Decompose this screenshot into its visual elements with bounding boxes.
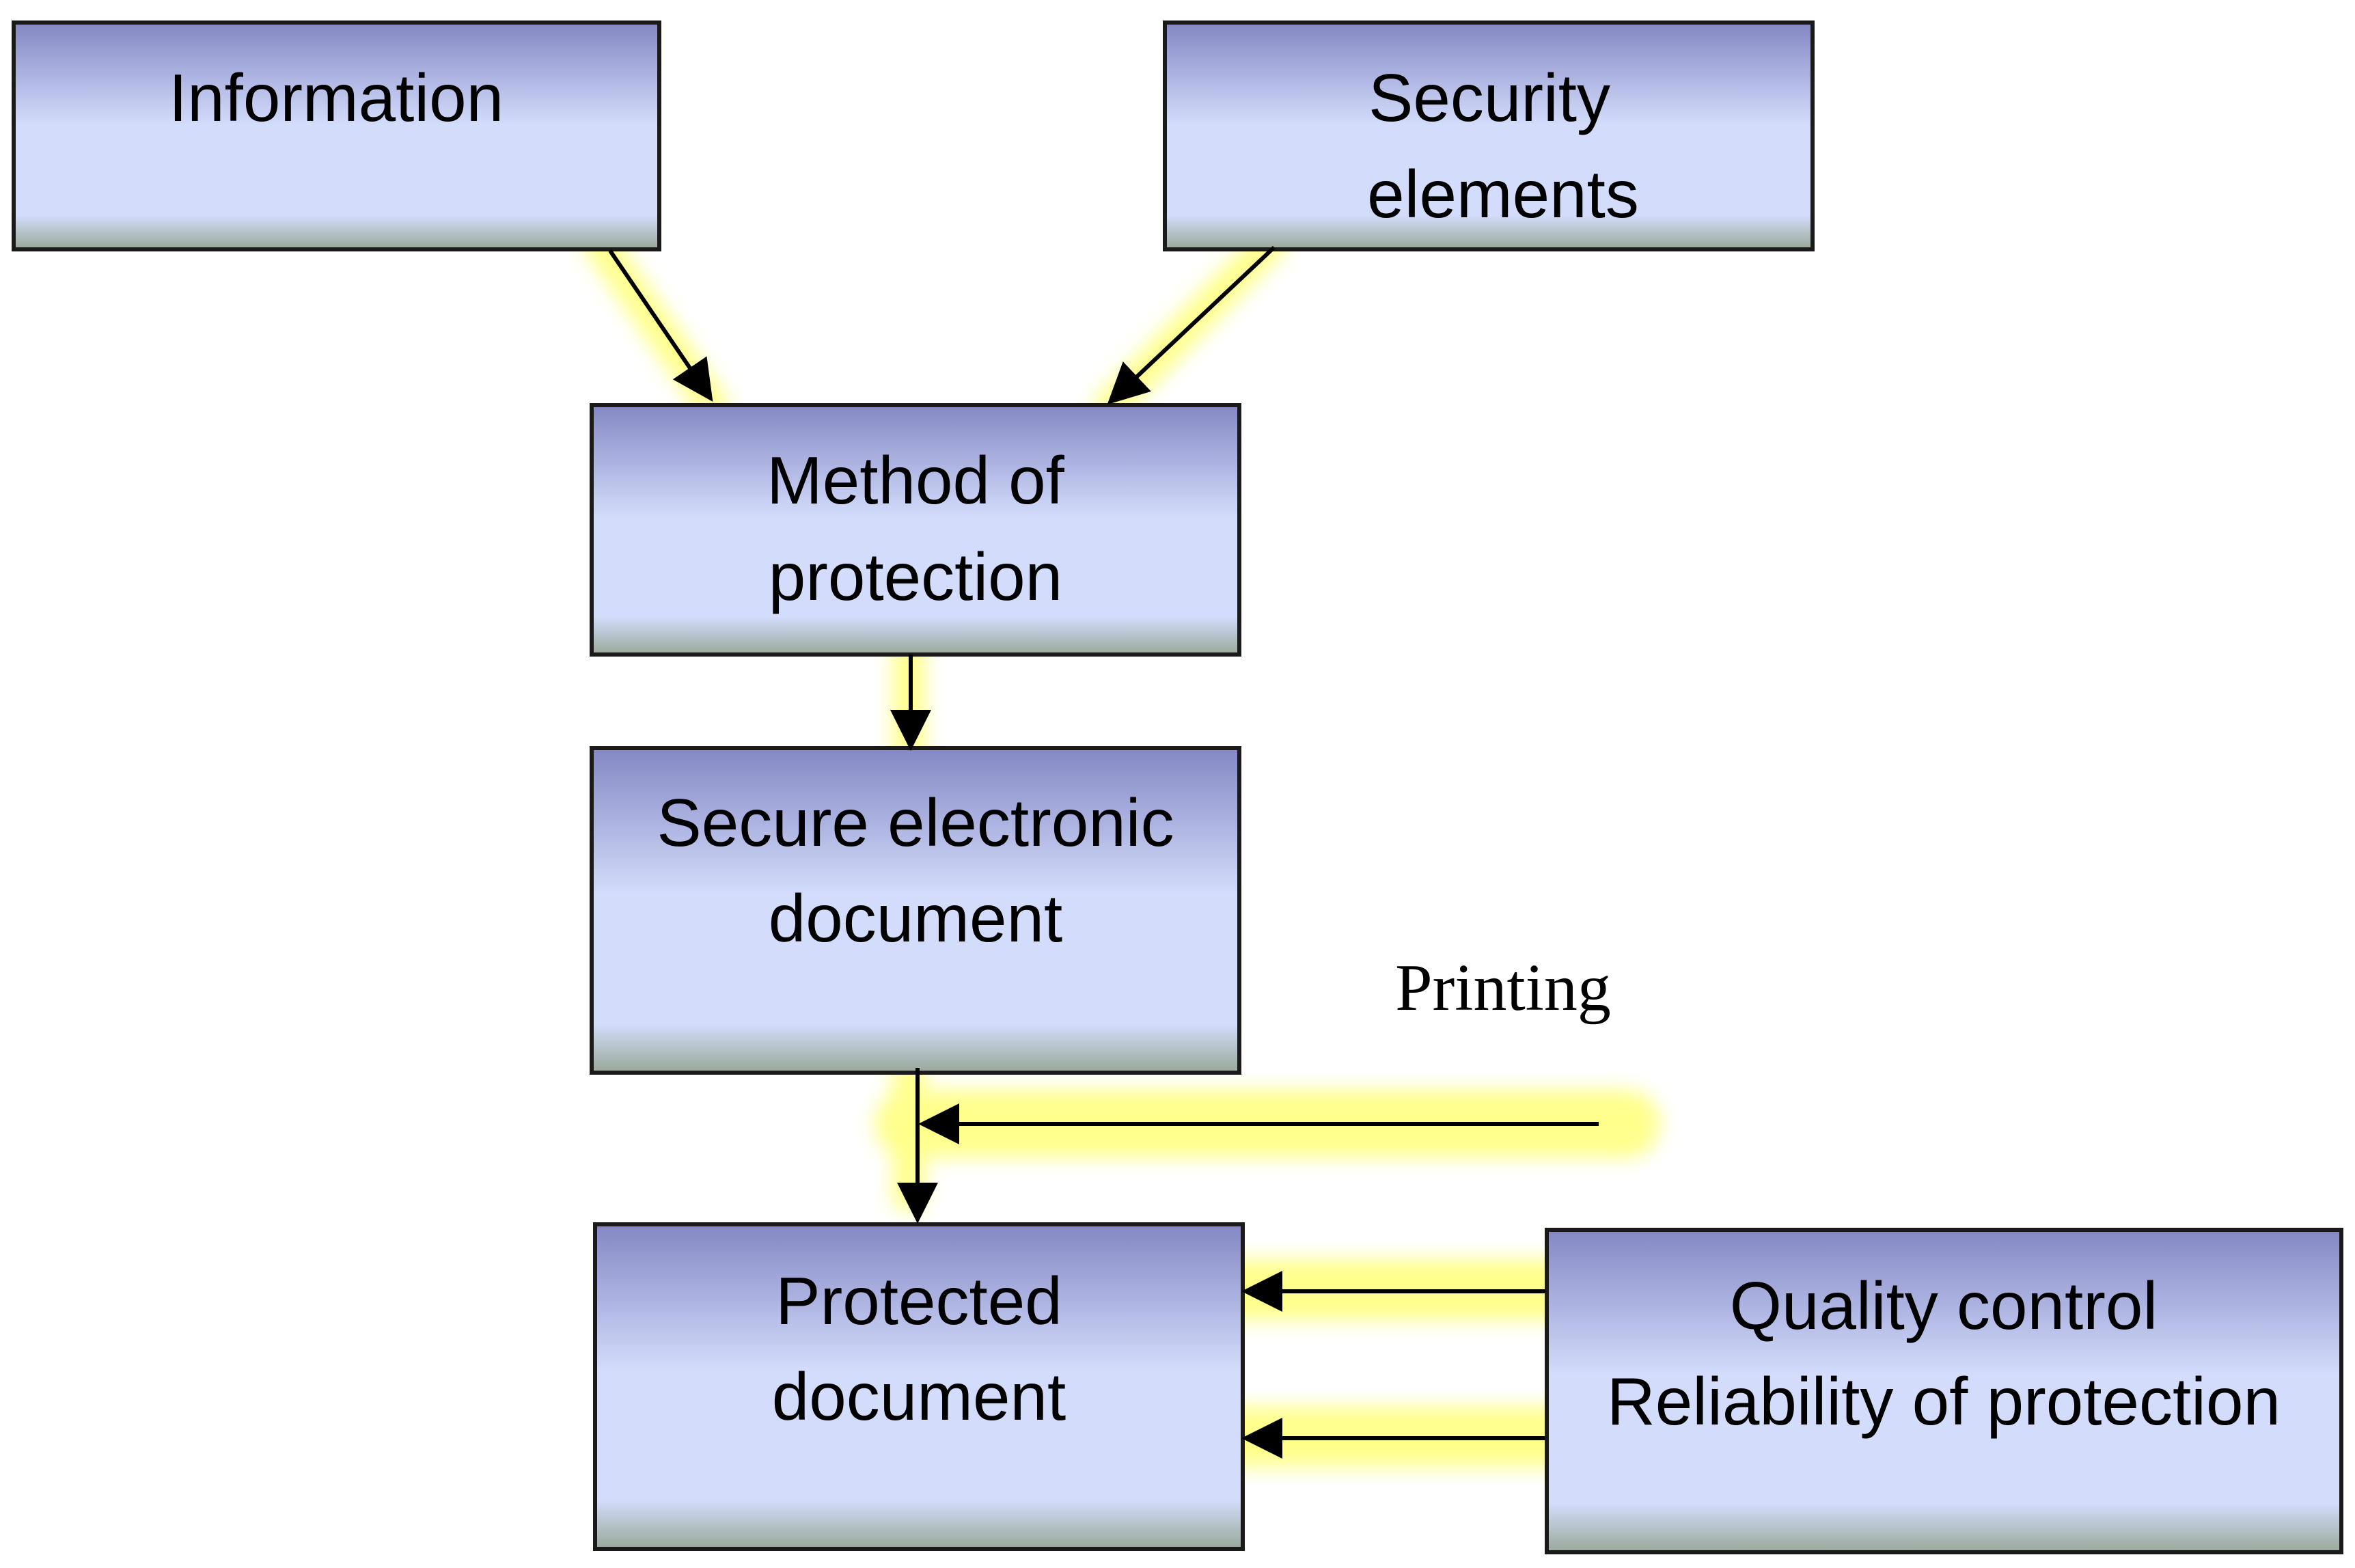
box-security-elements-line2: elements bbox=[1367, 156, 1639, 232]
arrow-security-to-method bbox=[1107, 245, 1276, 405]
box-protected-line1: Protected bbox=[775, 1263, 1062, 1338]
box-method-of-protection: Method of protection bbox=[590, 403, 1241, 657]
arrows bbox=[608, 245, 1599, 1459]
box-security-elements-line1: Security bbox=[1368, 60, 1610, 135]
box-information-label: Information bbox=[169, 60, 504, 135]
box-quality-line2: Reliability of protection bbox=[1607, 1364, 2281, 1439]
box-protected-line2: document bbox=[772, 1359, 1066, 1434]
box-method-line2: protection bbox=[769, 539, 1062, 614]
box-security-elements: Security elements bbox=[1163, 20, 1815, 251]
box-secure-line1: Secure electronic bbox=[657, 785, 1174, 860]
box-secure-line2: document bbox=[769, 881, 1062, 956]
box-protected-document: Protected document bbox=[593, 1222, 1245, 1551]
box-quality-line1: Quality control bbox=[1730, 1268, 2158, 1343]
arrow-information-to-method bbox=[608, 249, 713, 402]
box-quality-control: Quality control Reliability of protectio… bbox=[1545, 1228, 2343, 1554]
printing-label: Printing bbox=[1395, 951, 1611, 1025]
box-method-line1: Method of bbox=[767, 443, 1065, 518]
box-information: Information bbox=[12, 20, 661, 251]
box-secure-electronic-document: Secure electronic document bbox=[590, 746, 1241, 1075]
